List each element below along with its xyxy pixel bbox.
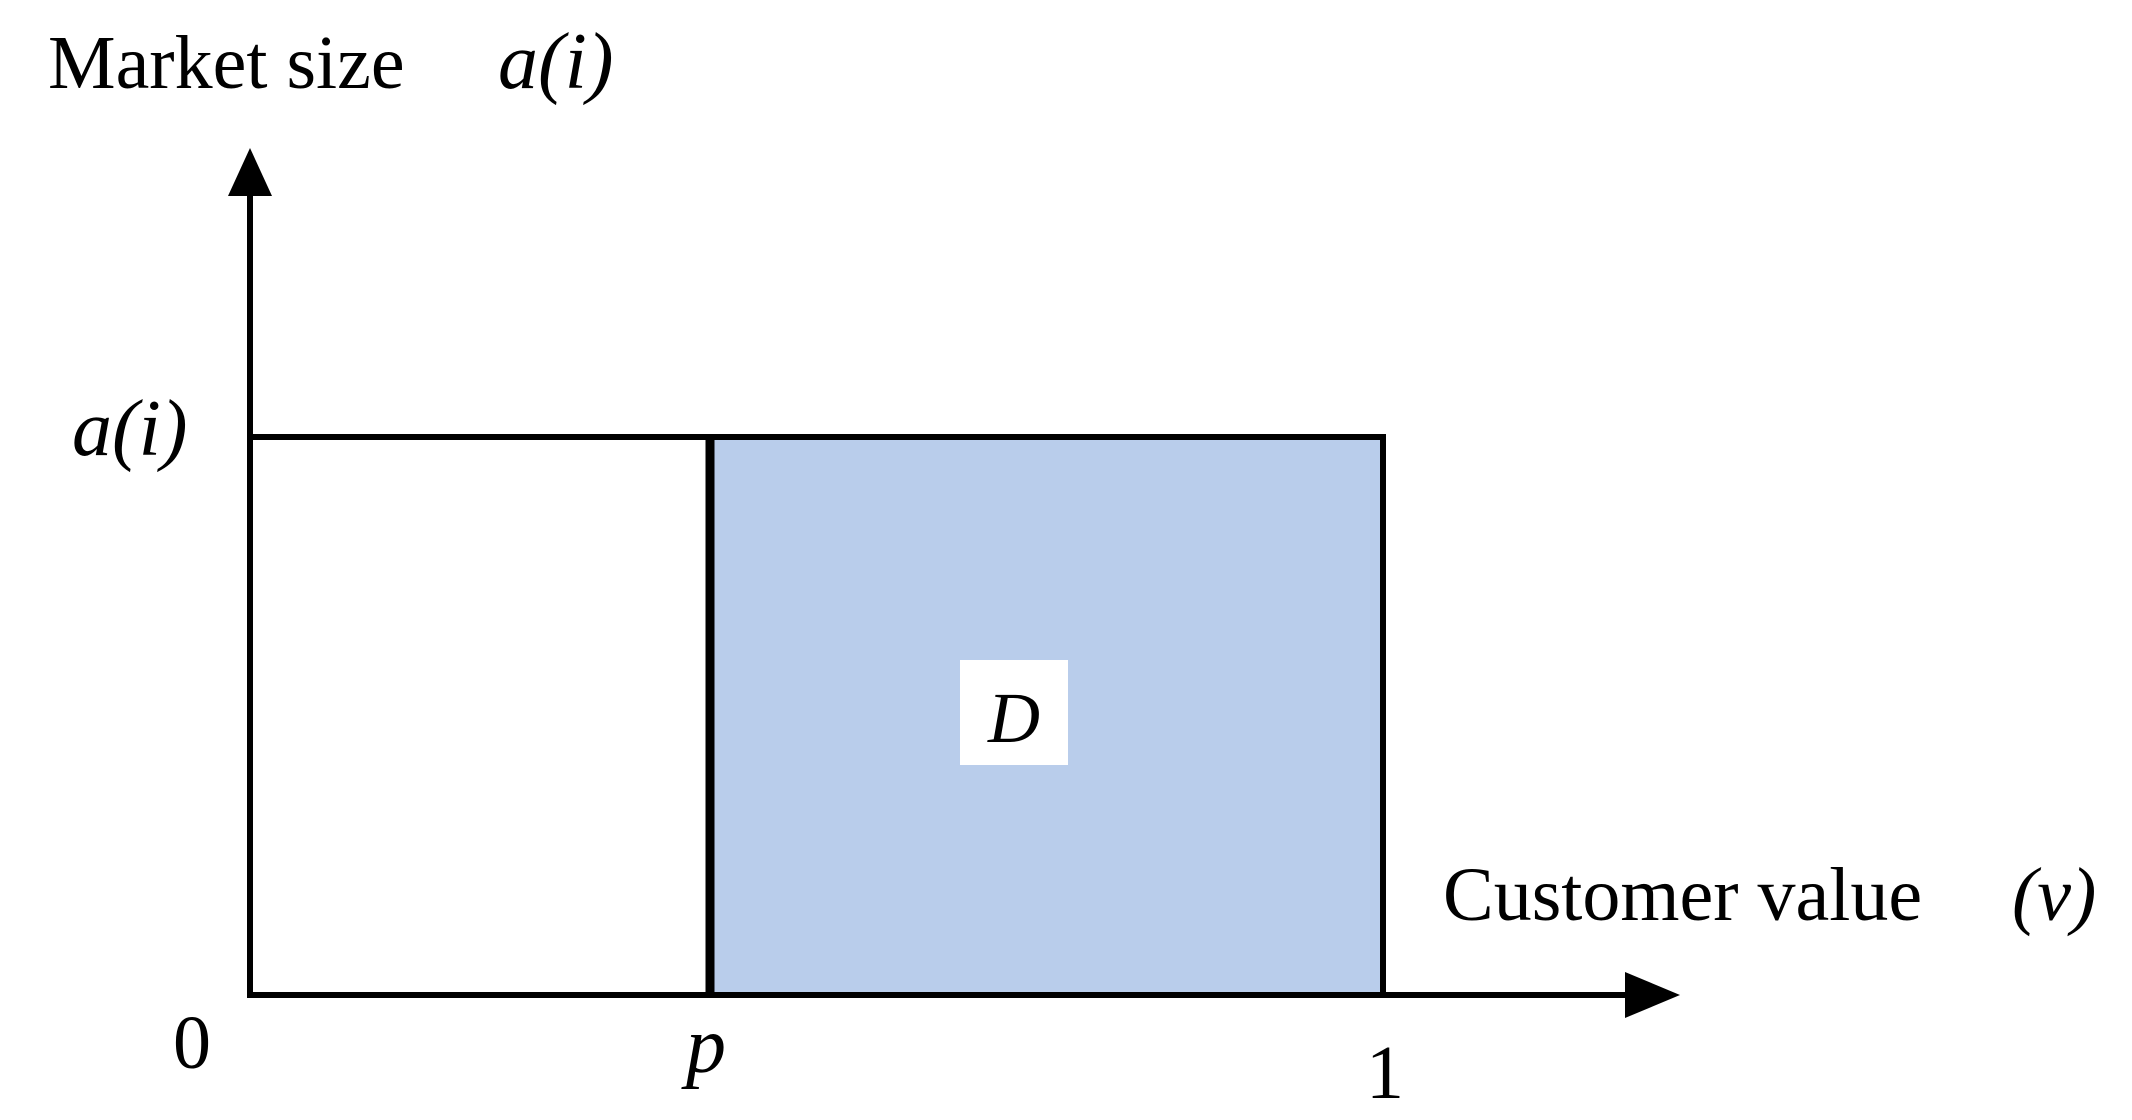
region-label: D bbox=[987, 678, 1040, 758]
y-tick-a-i: a(i) bbox=[72, 385, 188, 473]
unserved-region bbox=[247, 434, 713, 998]
x-tick-one: 1 bbox=[1366, 1031, 1404, 1115]
x-axis-title-math: (v) bbox=[2012, 853, 2096, 937]
region-label-box bbox=[960, 660, 1068, 765]
x-tick-origin: 0 bbox=[173, 1001, 211, 1085]
y-axis-title-text: Market size bbox=[48, 21, 405, 105]
x-axis-title-text: Customer value bbox=[1443, 853, 1922, 937]
x-axis-arrowhead bbox=[1625, 972, 1680, 1018]
y-axis-arrowhead bbox=[228, 148, 272, 196]
y-axis-title-math: a(i) bbox=[498, 18, 614, 106]
x-tick-p: p bbox=[681, 1002, 726, 1090]
